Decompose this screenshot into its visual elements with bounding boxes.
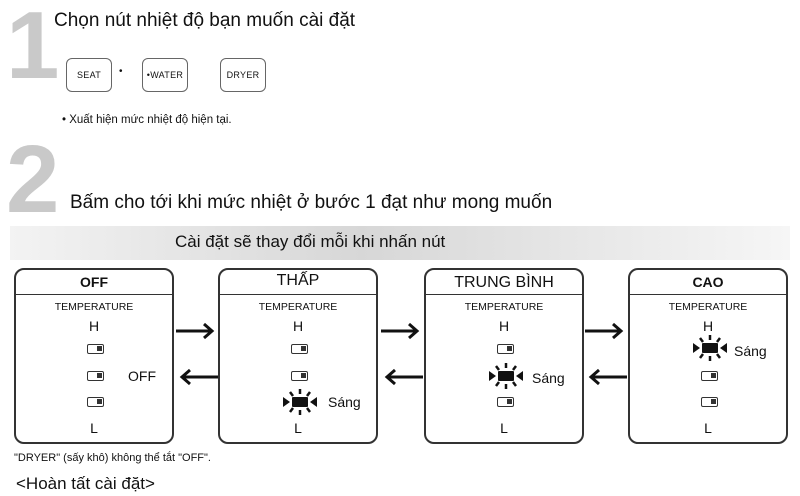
panel-divider: [220, 294, 376, 295]
instruction-band-text: Cài đặt sẽ thay đổi mỗi khi nhấn nút: [175, 232, 446, 251]
panel-title: TRUNG BÌNH: [454, 274, 554, 291]
lit-indicator-icon: [283, 389, 317, 415]
arrow-left-icon: [588, 368, 627, 386]
arrow-left-icon: [179, 368, 218, 386]
step1-note: • Xuất hiện mức nhiệt độ hiện tại.: [62, 114, 232, 126]
level-indicator-1: [87, 397, 104, 407]
panel-divider: [630, 294, 786, 295]
completion-heading: <Hoàn tất cài đặt>: [16, 474, 155, 493]
separator-dot: •: [119, 66, 123, 77]
level-indicator-2: [701, 371, 718, 381]
step-number-1: 1: [6, 0, 60, 99]
high-label: H: [88, 318, 100, 334]
step1-title: Chọn nút nhiệt độ bạn muốn cài đặt: [54, 10, 356, 31]
low-label: L: [90, 420, 98, 436]
arrow-right-icon: [381, 322, 420, 340]
low-label: L: [500, 420, 508, 436]
temperature-label: TEMPERATURE: [464, 301, 544, 313]
level-indicator-3: [291, 344, 308, 354]
low-label: L: [294, 420, 302, 436]
panel-title: CAO: [692, 274, 724, 290]
level-indicator-2: [87, 371, 104, 381]
low-label: L: [704, 420, 712, 436]
seat-button[interactable]: SEAT: [66, 58, 112, 92]
panel-medium: TRUNG BÌNH TEMPERATURE H Sáng L: [424, 268, 584, 444]
panel-divider: [16, 294, 172, 295]
lit-indicator-icon: [489, 363, 523, 389]
panel-low: THẤP TEMPERATURE H Sáng L: [218, 268, 378, 444]
instruction-band: [10, 226, 790, 260]
on-label: Sáng: [734, 343, 767, 359]
step-number-2: 2: [6, 126, 60, 233]
temperature-label: TEMPERATURE: [668, 301, 748, 313]
panel-divider: [426, 294, 582, 295]
level-indicator-1: [497, 397, 514, 407]
arrow-right-icon: [176, 322, 215, 340]
level-indicator-2: [291, 371, 308, 381]
level-indicator-1: [701, 397, 718, 407]
panel-title: THẤP: [276, 272, 320, 289]
step2-title: Bấm cho tới khi mức nhiệt ở bước 1 đạt n…: [70, 192, 553, 213]
high-label: H: [292, 318, 304, 334]
lit-indicator-icon: [693, 335, 727, 361]
high-label: H: [702, 318, 714, 334]
arrow-left-icon: [384, 368, 423, 386]
level-indicator-3: [87, 344, 104, 354]
temperature-label: TEMPERATURE: [54, 301, 134, 313]
on-label: Sáng: [328, 394, 361, 410]
temperature-label: TEMPERATURE: [258, 301, 338, 313]
on-label: Sáng: [532, 370, 565, 386]
water-button[interactable]: •WATER: [142, 58, 188, 92]
panel-off: OFF TEMPERATURE H OFF L: [14, 268, 174, 444]
dryer-footnote: "DRYER" (sấy khô) không thể tắt "OFF".: [14, 452, 211, 464]
panel-high: CAO TEMPERATURE H Sáng L: [628, 268, 788, 444]
high-label: H: [498, 318, 510, 334]
panel-title: OFF: [80, 274, 108, 290]
arrow-right-icon: [585, 322, 624, 340]
dryer-button[interactable]: DRYER: [220, 58, 266, 92]
off-label: OFF: [128, 368, 156, 384]
level-indicator-3: [497, 344, 514, 354]
